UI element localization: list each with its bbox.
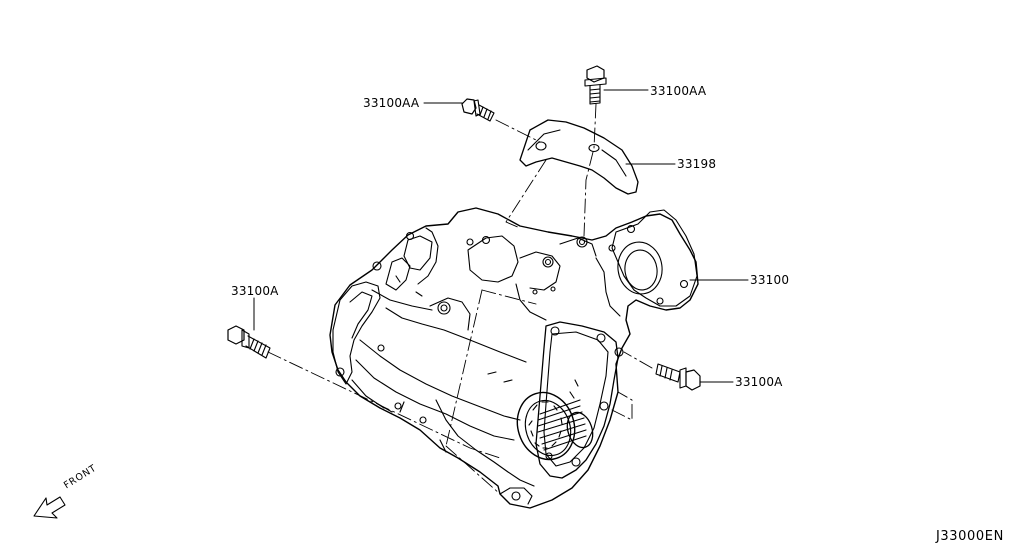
- bolt-aa-left-illustration: [461, 98, 495, 122]
- assembly-guide-lines: [267, 103, 653, 495]
- part-label-33198: 33198: [677, 157, 717, 171]
- part-label-33100a-left: 33100A: [231, 284, 279, 298]
- part-label-33100: 33100: [750, 273, 790, 287]
- bracket-illustration: [519, 119, 639, 195]
- bolt-a-left-illustration: [227, 325, 271, 359]
- part-label-33100aa-left: 33100AA: [363, 96, 420, 110]
- bolt-a-right-illustration: [655, 363, 701, 391]
- part-label-33100a-right: 33100A: [735, 375, 783, 389]
- transfer-case-illustration: [329, 207, 699, 509]
- bolt-aa-top-illustration: [584, 65, 607, 105]
- front-arrow-icon: [33, 496, 66, 519]
- part-label-33100aa-top: 33100AA: [650, 84, 707, 98]
- label-leader-lines: [253, 89, 749, 383]
- diagram-code: J33000EN: [936, 529, 1004, 544]
